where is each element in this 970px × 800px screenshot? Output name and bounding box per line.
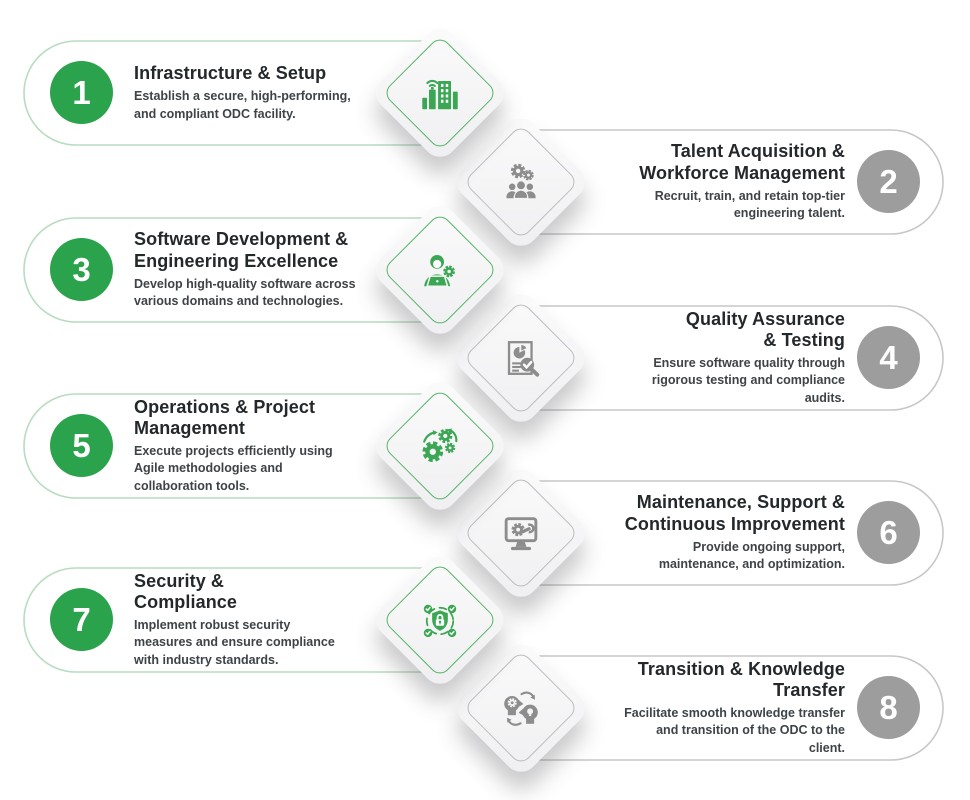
step-6-diamond	[450, 462, 592, 604]
team-gears-icon	[506, 163, 536, 199]
step-description: Establish a secure, high-performing, and…	[134, 89, 351, 121]
step-4-number-badge: 4	[857, 326, 920, 389]
step-7-diamond	[369, 549, 511, 691]
connector-step-1	[23, 40, 456, 146]
step-title: Operations & Project Management	[134, 396, 316, 438]
step-description: Execute projects efficiently using Agile…	[134, 443, 333, 493]
connector-step-5	[23, 393, 456, 499]
step-5-number-badge: 5	[50, 414, 113, 477]
shield-lock-icon	[423, 604, 457, 638]
step-number: 7	[72, 600, 91, 638]
step-number: 4	[879, 338, 898, 376]
step-4-diamond	[450, 287, 592, 429]
step-description: Ensure software quality through rigorous…	[651, 355, 845, 405]
knowledge-transfer-icon	[504, 691, 538, 726]
step-number: 5	[72, 426, 91, 464]
step-number: 8	[879, 688, 898, 726]
step-1-text: Infrastructure & Setup Establish a secur…	[134, 41, 374, 145]
connector-step-7	[23, 567, 456, 673]
step-6-text: Maintenance, Support & Continuous Improv…	[561, 481, 845, 585]
step-title: Talent Acquisition & Workforce Managemen…	[639, 141, 845, 183]
step-3-number-badge: 3	[50, 238, 113, 301]
step-description: Develop high-quality software across var…	[134, 276, 356, 309]
step-2-text: Talent Acquisition & Workforce Managemen…	[561, 130, 845, 234]
monitor-wrench-icon	[504, 517, 538, 551]
step-title: Infrastructure & Setup	[134, 62, 327, 83]
step-number: 6	[879, 513, 898, 551]
step-title: Quality Assurance & Testing	[685, 308, 845, 350]
step-8-diamond	[450, 637, 592, 779]
step-4-text: Quality Assurance & Testing Ensure softw…	[561, 306, 845, 410]
connector-step-2	[504, 129, 944, 235]
step-description: Recruit, train, and retain top-tier engi…	[654, 188, 845, 221]
step-3-diamond	[369, 199, 511, 341]
developer-laptop-icon	[424, 254, 455, 288]
step-5-text: Operations & Project Management Execute …	[134, 394, 374, 498]
step-title: Software Development & Engineering Excel…	[134, 229, 349, 271]
step-number: 1	[72, 73, 91, 111]
step-3-text: Software Development & Engineering Excel…	[134, 218, 374, 322]
connector-step-8	[504, 655, 944, 761]
step-title: Security & Compliance	[134, 570, 238, 612]
connector-step-4	[504, 305, 944, 411]
step-title: Transition & Knowledge Transfer	[637, 658, 845, 700]
step-7-number-badge: 7	[50, 588, 113, 651]
step-2-diamond	[450, 111, 592, 253]
process-gears-icon	[422, 428, 458, 463]
step-description: Provide ongoing support, maintenance, an…	[658, 539, 845, 572]
step-6-number-badge: 6	[857, 501, 920, 564]
connector-step-3	[23, 217, 456, 323]
step-8-text: Transition & Knowledge Transfer Facilita…	[561, 656, 845, 760]
step-1-number-badge: 1	[50, 61, 113, 124]
step-8-number-badge: 8	[857, 676, 920, 739]
step-7-text: Security & Compliance Implement robust s…	[134, 568, 374, 672]
step-description: Facilitate smooth knowledge transfer and…	[624, 705, 845, 755]
step-number: 2	[879, 162, 898, 200]
step-2-number-badge: 2	[857, 150, 920, 213]
step-number: 3	[72, 250, 91, 288]
step-5-diamond	[369, 375, 511, 517]
step-1-diamond	[369, 22, 511, 164]
step-description: Implement robust security measures and e…	[134, 617, 335, 667]
connector-step-6	[504, 480, 944, 586]
step-title: Maintenance, Support & Continuous Improv…	[624, 492, 845, 534]
building-antenna-icon	[422, 80, 458, 110]
report-magnifier-icon	[507, 341, 540, 377]
